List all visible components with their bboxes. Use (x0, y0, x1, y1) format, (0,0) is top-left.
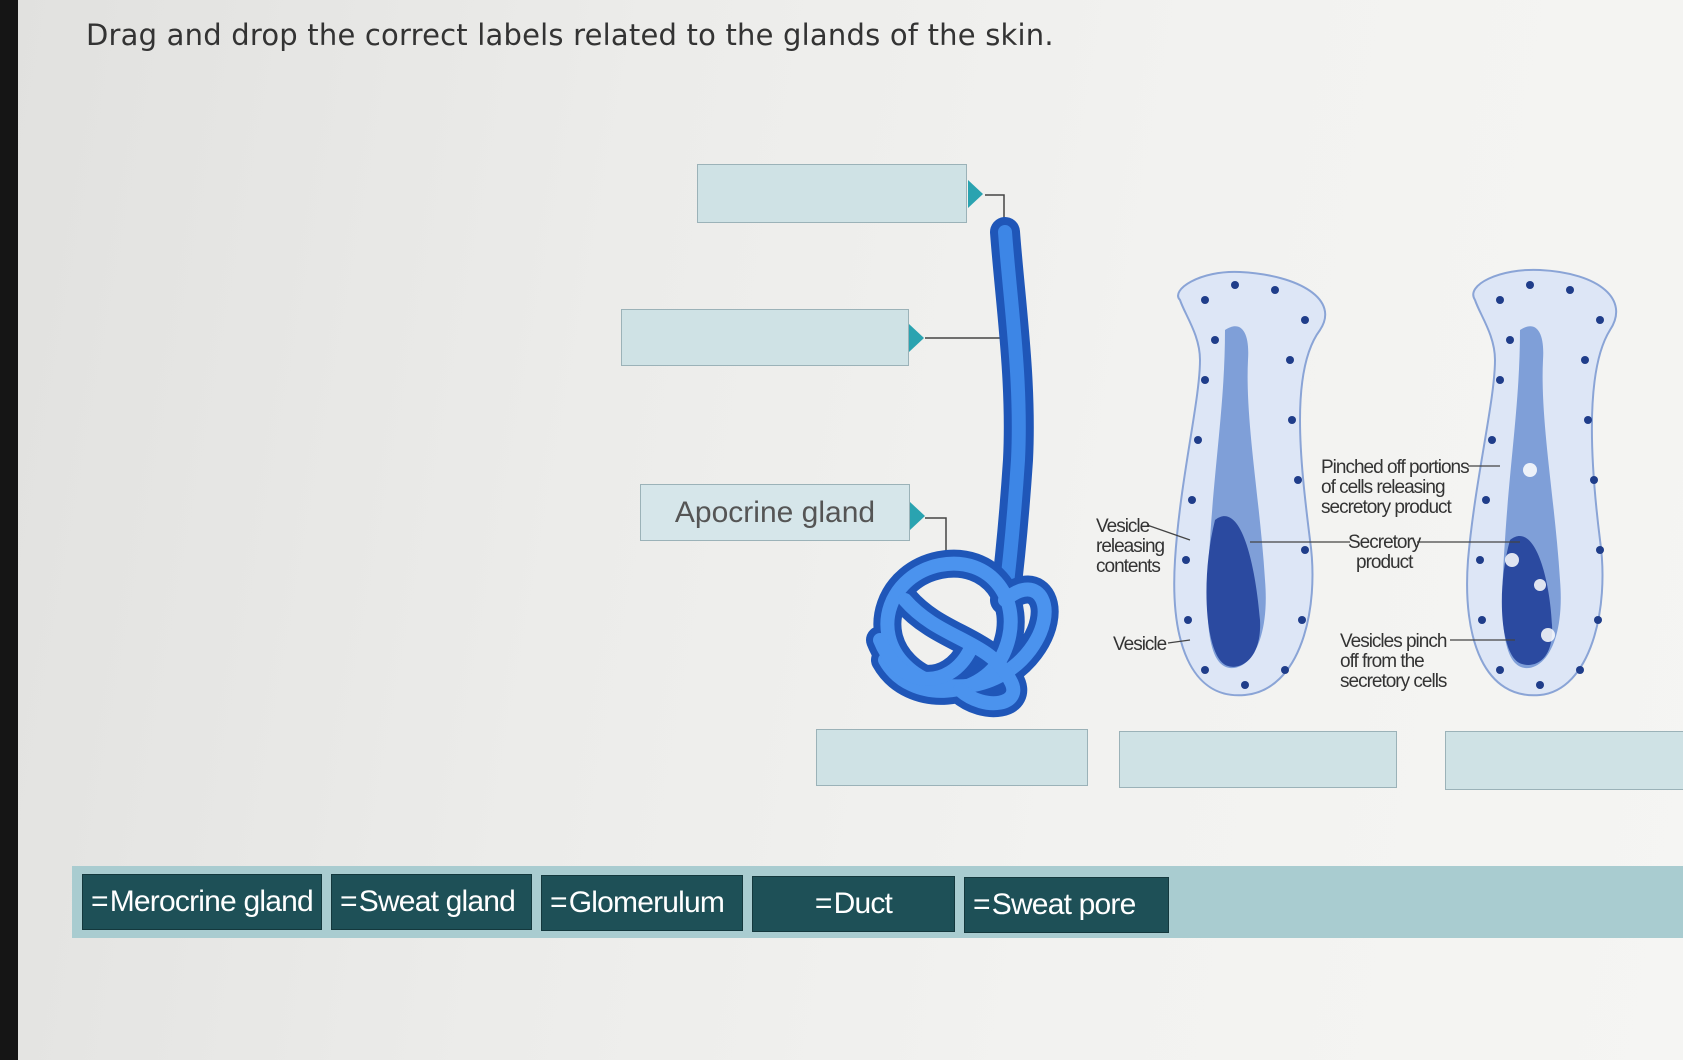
drop-zone-apocrine-pointer (910, 502, 925, 530)
drop-zone-middle-pointer (909, 324, 924, 352)
instruction-text: Drag and drop the correct labels related… (86, 18, 1054, 52)
label-chip-sweat-gland[interactable]: = Sweat gland (331, 874, 532, 930)
drop-zone-bottom-middle[interactable] (1119, 731, 1397, 788)
chip-label: Merocrine gland (109, 885, 314, 918)
chip-label: Glomerulum (568, 886, 725, 919)
chip-label: Sweat gland (358, 885, 516, 918)
label-chip-glomerulum[interactable]: = Glomerulum (541, 875, 743, 931)
label-chip-duct[interactable]: = Duct (752, 876, 955, 932)
label-chip-merocrine-gland[interactable]: = Merocrine gland (82, 874, 322, 930)
drag-handle-icon: = (91, 885, 109, 918)
drag-handle-icon: = (550, 886, 568, 919)
drop-zone-apocrine-gland[interactable]: Apocrine gland (640, 484, 910, 541)
drop-zone-bottom-right[interactable] (1445, 731, 1683, 790)
chip-label: Duct (833, 887, 893, 920)
screen-bezel (0, 0, 18, 1060)
drop-zone-top[interactable] (697, 164, 967, 223)
drop-zone-top-pointer (968, 180, 983, 208)
drag-handle-icon: = (814, 887, 833, 920)
chip-label: Sweat pore (991, 888, 1137, 921)
label-chip-sweat-pore[interactable]: = Sweat pore (964, 877, 1169, 933)
drop-zone-bottom-left[interactable] (816, 729, 1088, 786)
drag-handle-icon: = (973, 888, 991, 921)
drop-zone-middle[interactable] (621, 309, 909, 366)
drag-handle-icon: = (340, 885, 358, 918)
